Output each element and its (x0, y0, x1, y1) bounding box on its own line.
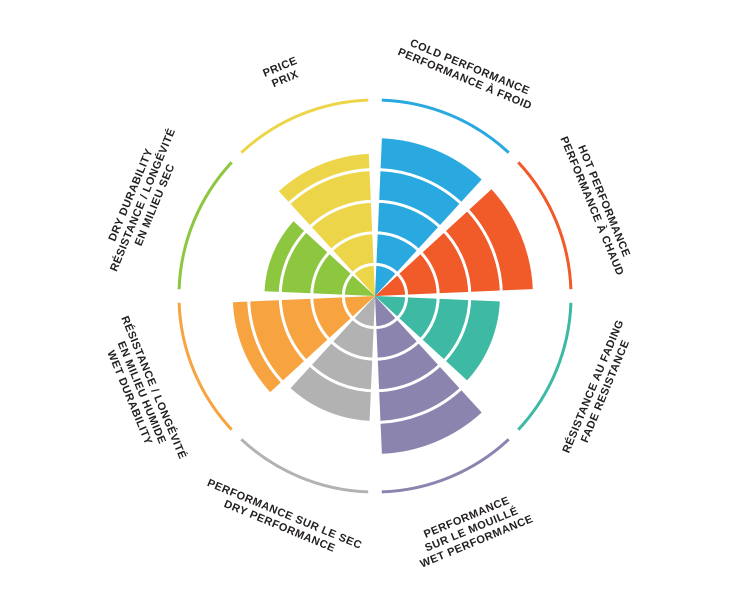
label-price: PRICEPRIX (261, 55, 304, 92)
sector-dry-performance (289, 296, 375, 423)
sector-dry-durability (264, 221, 375, 296)
sector-price (278, 153, 375, 296)
grid-ring-4 (247, 168, 503, 424)
arc-wet-durability (177, 302, 233, 431)
arc-price (240, 98, 369, 154)
arc-dry-durability (177, 161, 233, 290)
grid-ring-1 (341, 262, 409, 330)
arc-cold-performance (381, 98, 510, 154)
sector-wet-durability (232, 296, 375, 393)
label-wet-durability: RÉSISTANCE / LONGÉVITÉEN MILIEU HUMIDEWE… (94, 314, 189, 471)
label-dry-durability: DRY DURABILITYRÉSISTANCE / LONGÉVITÉEN M… (96, 122, 190, 279)
arc-dry-performance (240, 438, 369, 494)
label-hot-performance: HOT PERFORMANCEPERFORMANCE À CHAUD (558, 130, 638, 278)
grid-ring-2 (310, 231, 440, 361)
arc-fade-resistance (517, 302, 573, 431)
label-fade-resistance: RÉSISTANCE AU FADINGFADE RESISTANCE (560, 318, 639, 460)
grid-ring-3 (278, 199, 472, 393)
arc-hot-performance (517, 161, 573, 290)
arc-wet-performance (381, 438, 510, 494)
label-cold-performance: COLD PERFORMANCEPERFORMANCE À FROID (396, 34, 539, 112)
label-wet-performance: PERFORMANCESUR LE MOUILLÉWET PERFORMANCE (409, 489, 535, 570)
sector-fade-resistance (375, 296, 502, 382)
